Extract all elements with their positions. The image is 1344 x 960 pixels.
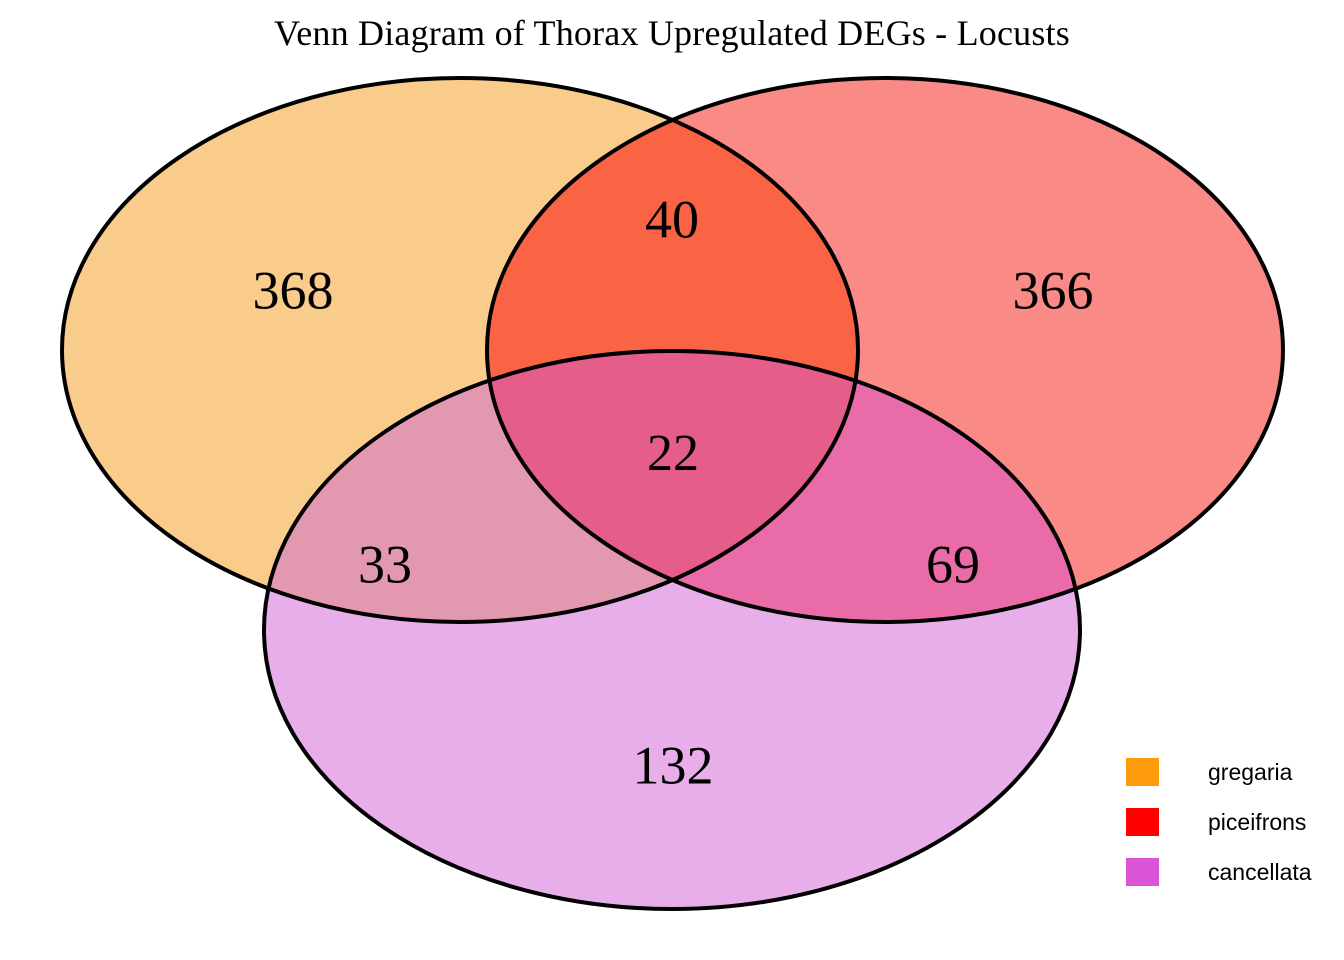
legend-item-piceifrons[interactable]: piceifrons xyxy=(1126,797,1344,847)
count-cancellata-only: 132 xyxy=(633,735,714,795)
count-all-three: 22 xyxy=(647,425,699,482)
count-gregaria-cancellata: 33 xyxy=(358,534,412,594)
venn-region-labels: 368 366 132 40 33 69 22 xyxy=(253,189,1094,795)
count-piceifrons-cancellata: 69 xyxy=(926,534,980,594)
legend-swatch-piceifrons xyxy=(1126,808,1159,836)
count-piceifrons-only: 366 xyxy=(1013,260,1094,320)
legend: gregaria piceifrons cancellata xyxy=(1126,747,1344,897)
legend-item-cancellata[interactable]: cancellata xyxy=(1126,847,1344,897)
legend-label-cancellata: cancellata xyxy=(1208,858,1312,885)
legend-label-piceifrons: piceifrons xyxy=(1208,808,1307,835)
legend-item-gregaria[interactable]: gregaria xyxy=(1126,747,1344,797)
count-gregaria-only: 368 xyxy=(253,260,334,320)
legend-swatch-gregaria xyxy=(1126,758,1159,786)
count-gregaria-piceifrons: 40 xyxy=(645,189,699,249)
legend-swatch-cancellata xyxy=(1126,858,1159,886)
page-title: Venn Diagram of Thorax Upregulated DEGs … xyxy=(274,13,1070,53)
legend-label-gregaria: gregaria xyxy=(1208,758,1293,785)
